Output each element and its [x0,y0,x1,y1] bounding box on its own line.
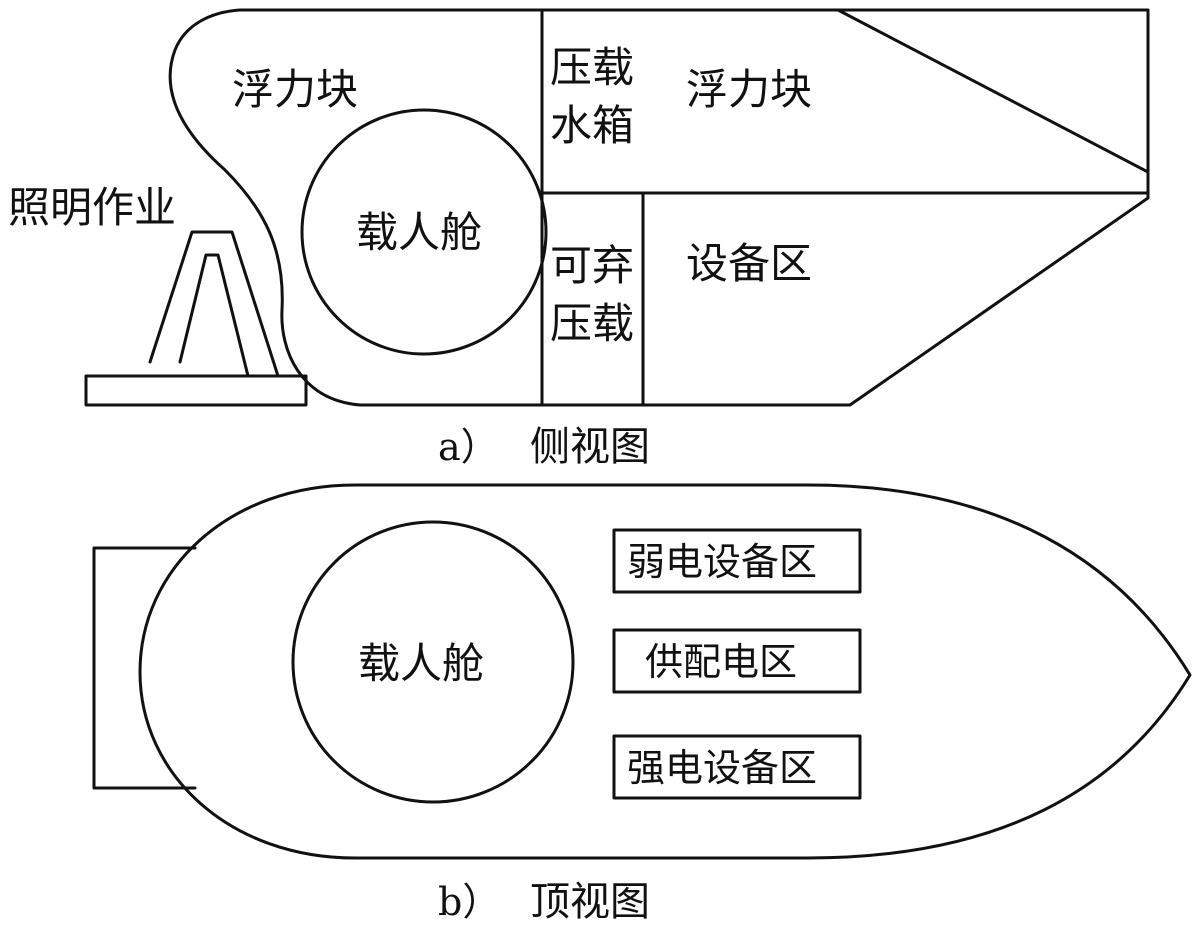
top-tail-block [92,546,197,790]
top-label-strong-current-area: 强电设备区 [627,746,817,790]
top-caption-text: 顶视图 [530,879,650,925]
top-view: 载人舱 弱电设备区 供配电区 强电设备区 b） 顶视图 [92,483,1192,925]
side-bow-diagonal [836,8,1150,174]
side-label-droppable-ballast-1: 可弃 [550,241,634,290]
side-label-manned-cabin: 载人舱 [356,208,482,257]
side-base-skid [84,374,308,407]
side-label-lighting-work: 照明作业 [8,183,176,232]
top-caption-letter: b） [438,880,500,924]
side-label-ballast-tank-2: 水箱 [550,101,634,150]
side-view: 浮力块 浮力块 压载 水箱 可弃 压载 设备区 载人舱 照明作业 a） 侧视图 [8,8,1150,470]
top-label-power-distribution-area: 供配电区 [645,640,797,684]
top-manned-cabin-circle [291,520,575,804]
top-power-distribution-box [612,628,862,694]
side-label-buoyancy-rear: 浮力块 [686,65,812,114]
top-label-weak-current-area: 弱电设备区 [627,540,817,584]
top-weak-current-box [612,528,862,594]
top-strong-current-box [612,734,862,800]
top-label-manned-cabin: 载人舱 [358,639,484,688]
top-hull-outline [138,483,1192,860]
side-label-droppable-ballast-2: 压载 [550,299,634,348]
side-caption-text: 侧视图 [530,424,650,470]
side-caption-letter: a） [438,425,499,469]
side-label-ballast-tank-1: 压载 [550,43,634,92]
lighting-frame-inner [178,253,250,378]
side-label-buoyancy-front: 浮力块 [232,65,358,114]
lighting-frame-outer [148,230,280,378]
side-label-equipment-area: 设备区 [686,239,812,288]
side-manned-cabin-circle [300,108,548,356]
